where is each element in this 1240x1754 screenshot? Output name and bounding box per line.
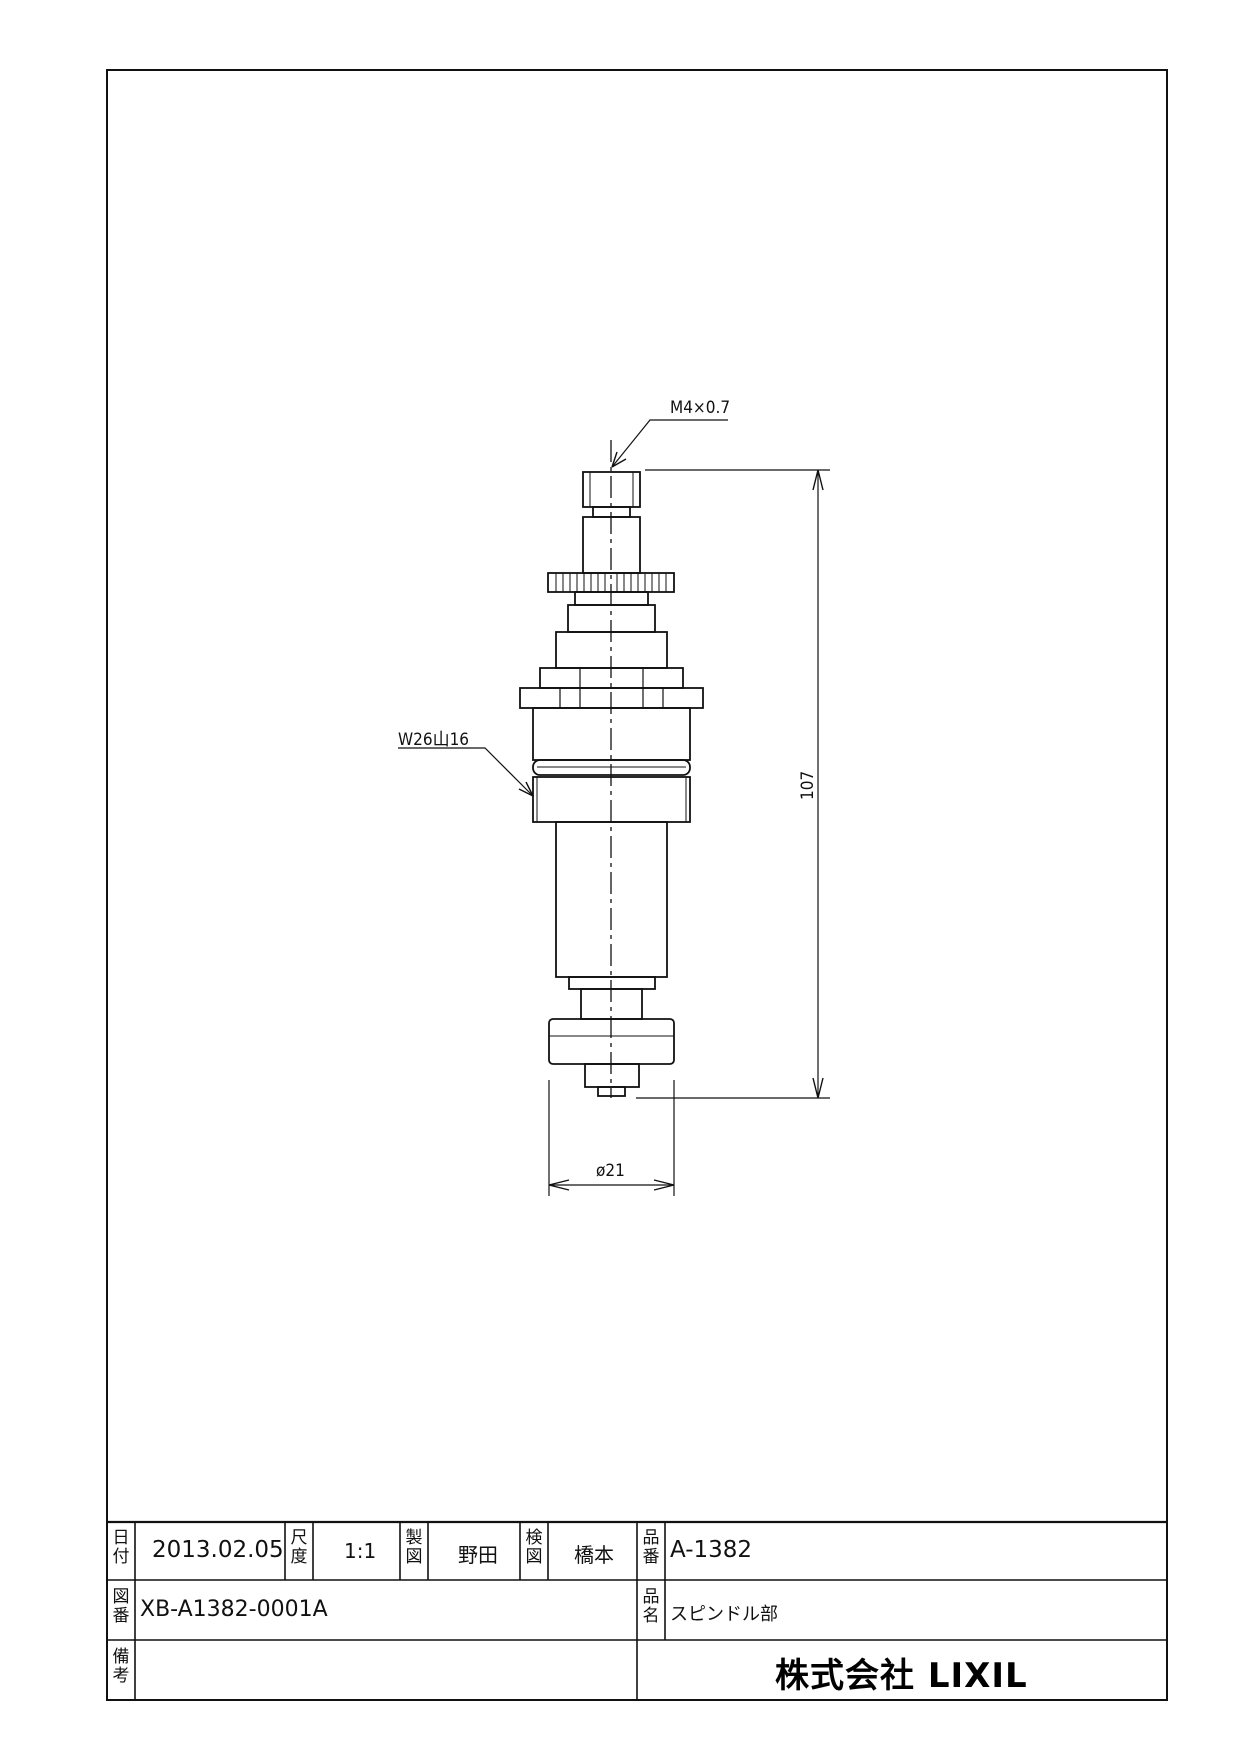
part-name-caption: 品 名 — [642, 1587, 660, 1626]
leader-thread-mid — [398, 747, 534, 797]
part-name-value: スピンドル部 — [670, 1604, 778, 1625]
company-logo: 株式会社 LIXIL — [775, 1656, 1028, 1696]
drawing-border — [106, 69, 1168, 1701]
diameter-dimension-label: ø21 — [596, 1161, 625, 1181]
drawn-by-value: 野田 — [458, 1543, 498, 1567]
dimension-diameter — [548, 1080, 675, 1196]
part-no-caption: 品 番 — [642, 1528, 660, 1567]
scale-value: 1:1 — [344, 1539, 377, 1563]
scale-caption: 尺 度 — [290, 1528, 308, 1567]
drawing-no-value: XB-A1382-0001A — [140, 1597, 328, 1622]
checked-caption: 検 図 — [525, 1528, 543, 1567]
spindle-part — [519, 471, 704, 1097]
title-block-grid — [107, 1520, 1167, 1700]
date-caption: 日 付 — [112, 1528, 130, 1567]
length-dimension-label: 107 — [798, 770, 818, 800]
knurl-lines — [555, 573, 667, 592]
drawn-caption: 製 図 — [405, 1528, 423, 1567]
date-value: 2013.02.05 — [152, 1537, 284, 1563]
remarks-caption: 備 考 — [112, 1647, 130, 1686]
thread-callout-mid: W26山16 — [398, 730, 470, 750]
leader-thread-top — [611, 419, 728, 468]
checked-by-value: 橋本 — [574, 1543, 614, 1567]
part-no-value: A-1382 — [670, 1537, 753, 1563]
drawing-no-caption: 図 番 — [112, 1587, 130, 1626]
dimension-length — [636, 469, 830, 1099]
thread-callout-top: M4×0.7 — [670, 398, 731, 418]
